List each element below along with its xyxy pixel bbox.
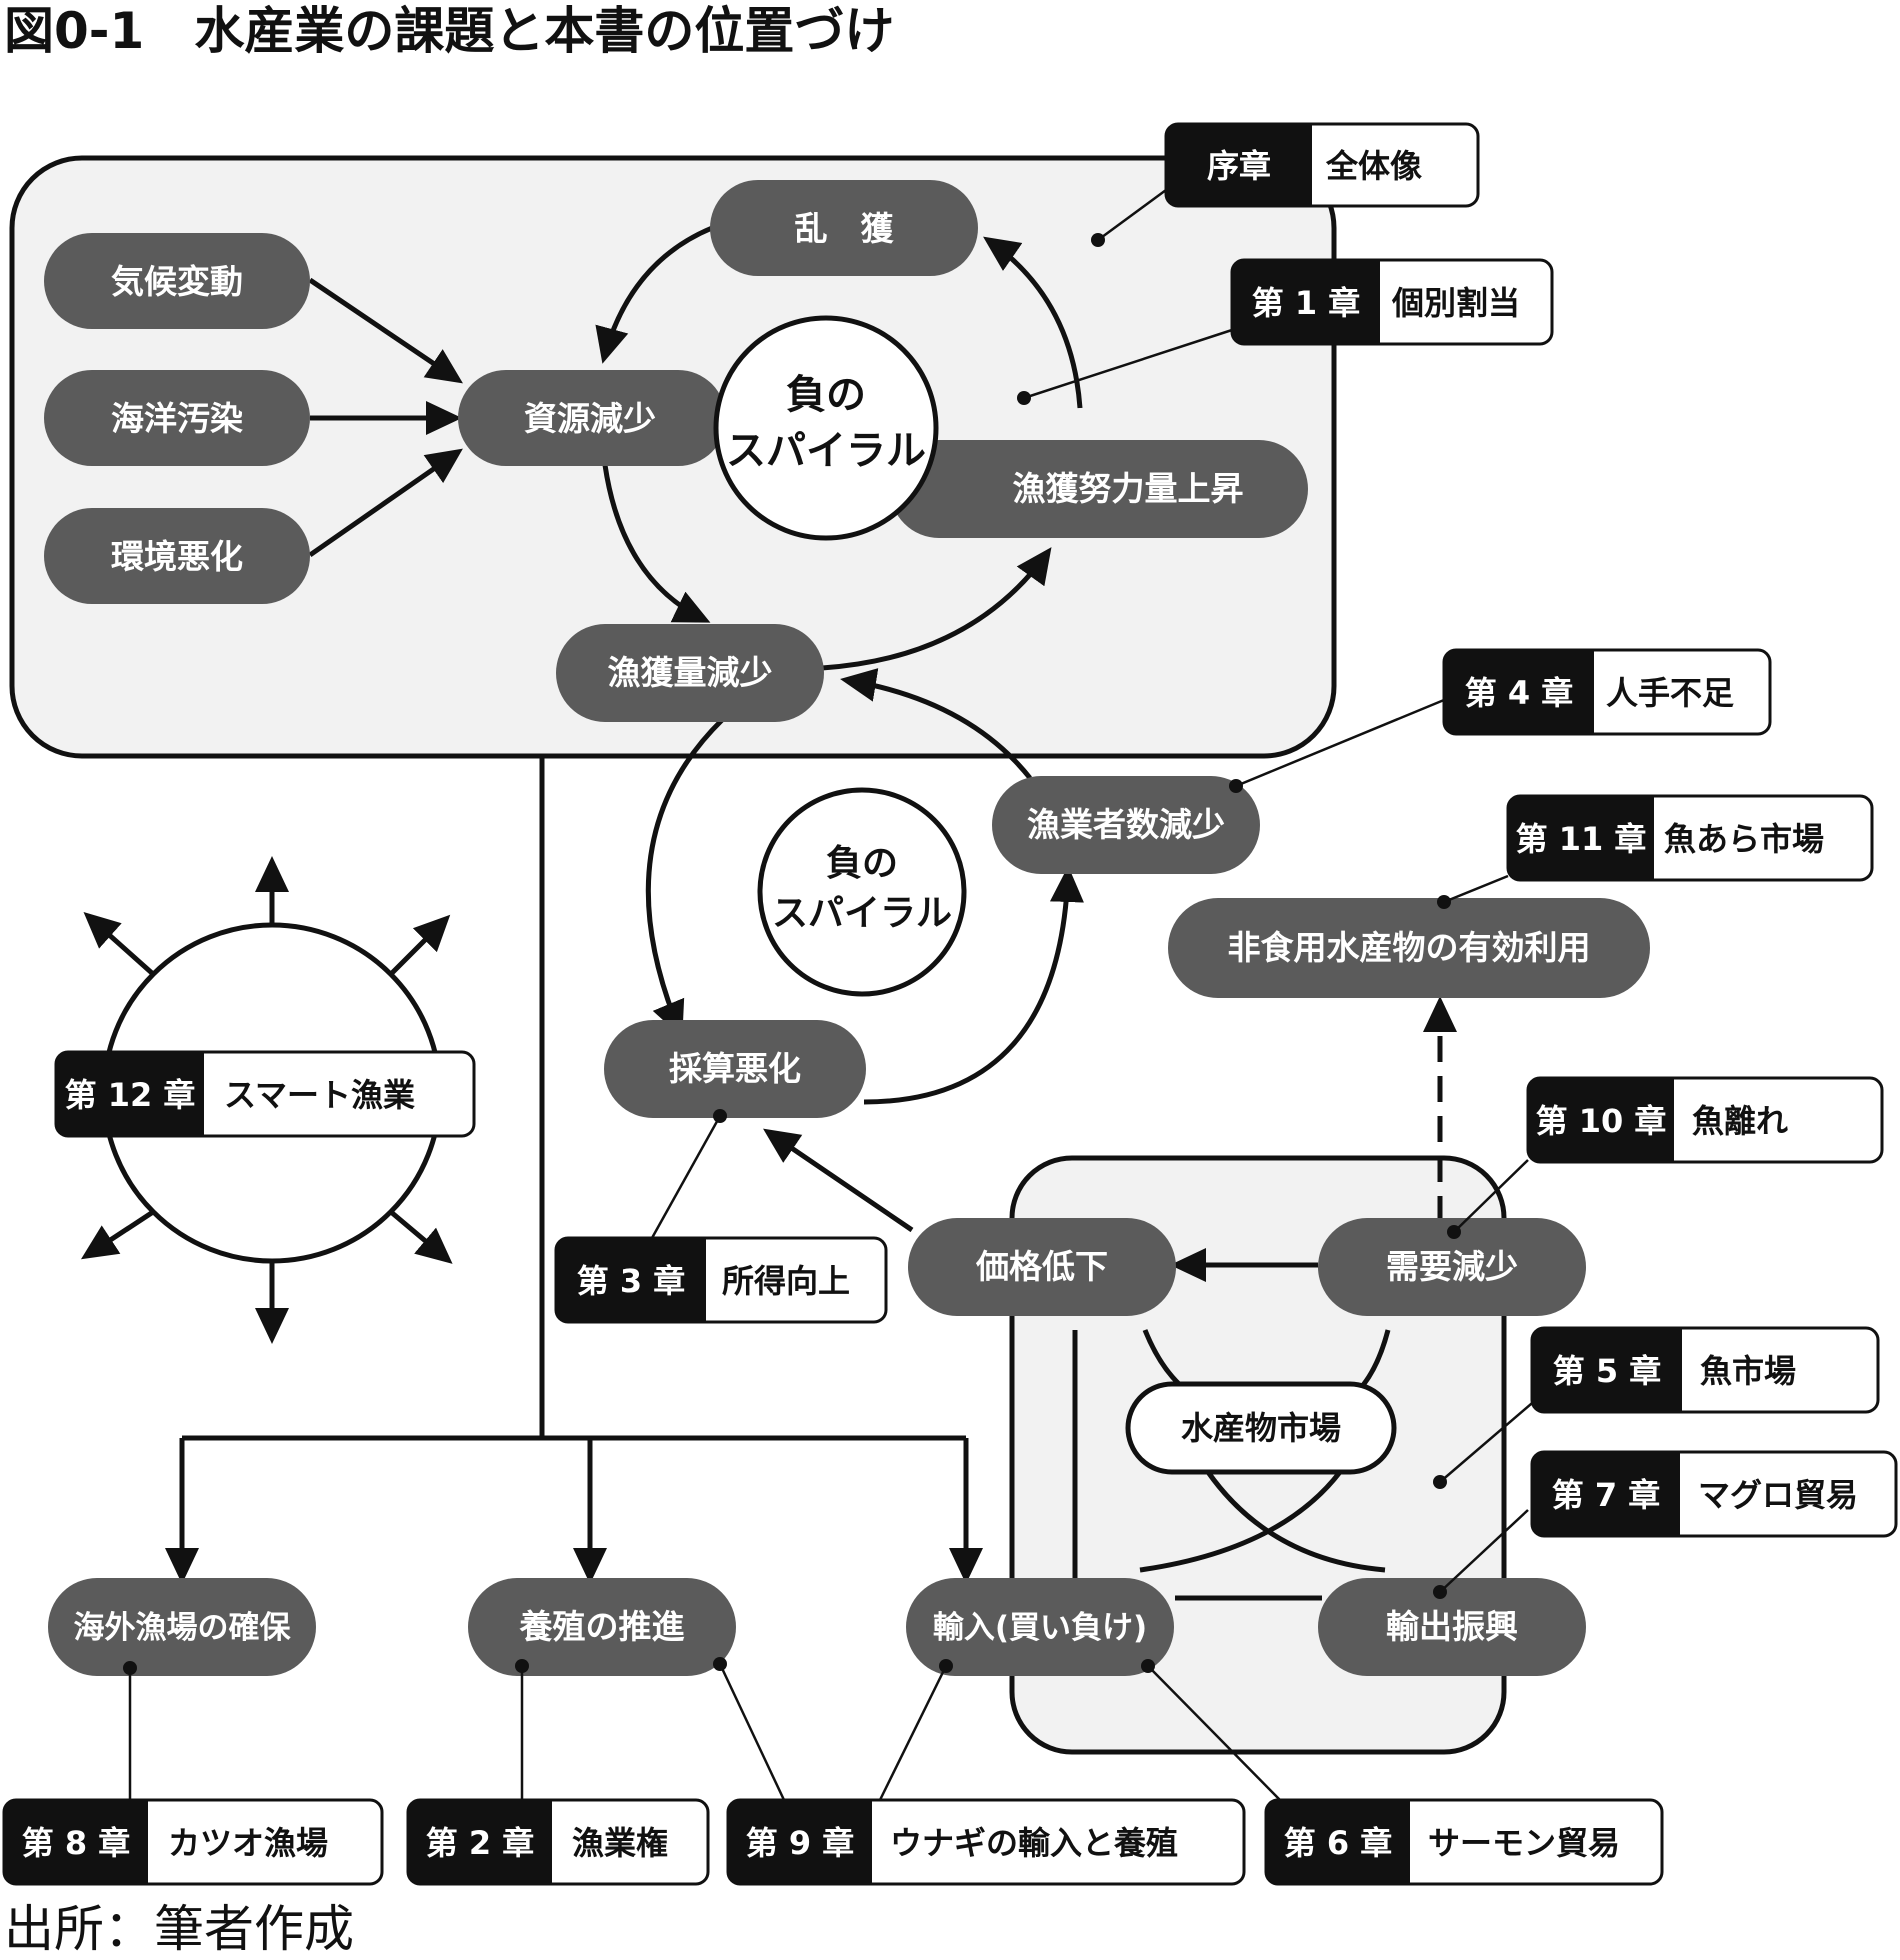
svg-text:人手不足: 人手不足	[1606, 674, 1734, 712]
svg-text:カツオ漁場: カツオ漁場	[168, 1824, 328, 1862]
svg-text:漁業者数減少: 漁業者数減少	[1027, 805, 1225, 844]
svg-text:輸出振興: 輸出振興	[1386, 1607, 1518, 1646]
svg-text:ウナギの輸入と養殖: ウナギの輸入と養殖	[890, 1824, 1178, 1862]
svg-text:魚市場: 魚市場	[1700, 1352, 1796, 1390]
svg-text:輸入(買い負け): 輸入(買い負け)	[933, 1610, 1147, 1646]
node-gyogyousha: 漁業者数減少	[992, 776, 1260, 874]
svg-text:第 1 章: 第 1 章	[1252, 284, 1361, 322]
strategy-tree	[165, 756, 983, 1584]
svg-text:序章: 序章	[1207, 147, 1271, 185]
svg-text:採算悪化: 採算悪化	[669, 1049, 801, 1088]
chapter-label-jo: 序章 全体像	[1164, 122, 1480, 208]
svg-text:第 5 章: 第 5 章	[1553, 1352, 1662, 1390]
svg-text:漁業権: 漁業権	[572, 1824, 668, 1862]
svg-text:スパイラル: スパイラル	[772, 893, 952, 934]
node-kankyou: 環境悪化	[44, 508, 310, 604]
node-saisan: 採算悪化	[604, 1020, 866, 1118]
svg-text:第 8 章: 第 8 章	[22, 1824, 131, 1862]
svg-text:需要減少: 需要減少	[1386, 1247, 1518, 1286]
node-ichiba: 水産物市場	[1125, 1381, 1397, 1475]
svg-text:負の: 負の	[786, 372, 866, 418]
svg-text:水産物市場: 水産物市場	[1181, 1409, 1341, 1447]
svg-text:海洋汚染: 海洋汚染	[111, 399, 243, 438]
node-shigen: 資源減少	[458, 370, 726, 466]
svg-text:乱 獲: 乱 獲	[795, 209, 895, 248]
node-yunyu: 輸入(買い負け)	[906, 1578, 1174, 1676]
svg-text:第 12 章: 第 12 章	[65, 1076, 196, 1114]
lower-spiral-arrows	[645, 668, 1084, 1105]
svg-text:価格低下: 価格低下	[975, 1247, 1108, 1286]
chapter-label-9: 第 9 章 ウナギの輸入と養殖	[726, 1798, 1246, 1886]
svg-text:第 4 章: 第 4 章	[1465, 674, 1574, 712]
arrow-kakaku-to-saisan	[763, 1128, 914, 1233]
chapter-label-6: 第 6 章 サーモン貿易	[1264, 1798, 1664, 1886]
node-kaiyou: 海洋汚染	[44, 370, 310, 466]
svg-text:魚あら市場: 魚あら市場	[1664, 820, 1824, 858]
svg-text:資源減少: 資源減少	[524, 399, 656, 438]
svg-text:負の: 負の	[826, 843, 898, 884]
leader-lines	[123, 188, 1539, 1801]
node-kikou: 気候変動	[44, 233, 310, 329]
figure-title: 図0-1 水産業の課題と本書の位置づけ	[4, 2, 894, 60]
svg-text:第 10 章: 第 10 章	[1536, 1102, 1667, 1140]
node-doryoku: 漁獲努力量上昇	[890, 440, 1308, 538]
svg-text:個別割当: 個別割当	[1391, 284, 1520, 322]
chapter-label-7: 第 7 章 マグロ貿易	[1530, 1450, 1898, 1538]
svg-text:漁獲量減少: 漁獲量減少	[608, 653, 773, 692]
chapter-label-3: 第 3 章 所得向上	[554, 1236, 888, 1324]
svg-text:第 3 章: 第 3 章	[577, 1262, 686, 1300]
svg-text:環境悪化: 環境悪化	[111, 537, 243, 576]
node-yoshoku: 養殖の推進	[468, 1578, 736, 1676]
svg-text:気候変動: 気候変動	[111, 262, 243, 301]
chapter-label-8: 第 8 章 カツオ漁場	[2, 1798, 384, 1886]
svg-text:第 6 章: 第 6 章	[1284, 1824, 1393, 1862]
chapter-label-5: 第 5 章 魚市場	[1530, 1326, 1880, 1414]
chapter-label-11: 第 11 章 魚あら市場	[1506, 794, 1874, 882]
node-juyou: 需要減少	[1318, 1218, 1586, 1316]
svg-text:所得向上: 所得向上	[722, 1262, 850, 1300]
svg-text:漁獲努力量上昇: 漁獲努力量上昇	[1013, 469, 1244, 508]
chapter-label-4: 第 4 章 人手不足	[1442, 648, 1772, 736]
node-gyokaku: 漁獲量減少	[556, 624, 824, 722]
svg-text:スパイラル: スパイラル	[726, 428, 926, 474]
node-kakaku: 価格低下	[908, 1218, 1176, 1316]
chapter-label-1: 第 1 章 個別割当	[1230, 258, 1554, 346]
svg-text:非食用水産物の有効利用: 非食用水産物の有効利用	[1228, 928, 1591, 967]
svg-text:第 9 章: 第 9 章	[746, 1824, 855, 1862]
svg-text:スマート漁業: スマート漁業	[224, 1076, 415, 1114]
cause-arrows	[308, 277, 463, 558]
node-yushutsu: 輸出振興	[1318, 1578, 1586, 1676]
node-ranpaku: 乱 獲	[710, 180, 978, 276]
svg-text:魚離れ: 魚離れ	[1692, 1102, 1788, 1140]
node-kaigai: 海外漁場の確保	[48, 1578, 316, 1676]
svg-text:全体像: 全体像	[1325, 147, 1422, 185]
chapter-label-10: 第 10 章 魚離れ	[1526, 1076, 1884, 1164]
lower-spiral-circle: 負の スパイラル	[757, 787, 967, 997]
upper-spiral-circle: 負の スパイラル	[713, 315, 939, 541]
chapter-label-12: 第 12 章 スマート漁業	[54, 1050, 476, 1138]
svg-text:サーモン貿易: サーモン貿易	[1428, 1824, 1620, 1862]
svg-text:海外漁場の確保: 海外漁場の確保	[74, 1610, 292, 1646]
source-note: 出所：筆者作成	[4, 1900, 354, 1958]
svg-text:第 11 章: 第 11 章	[1516, 820, 1647, 858]
svg-text:マグロ貿易: マグロ貿易	[1698, 1476, 1858, 1514]
node-hishokuyou: 非食用水産物の有効利用	[1168, 898, 1650, 998]
svg-text:第 2 章: 第 2 章	[426, 1824, 535, 1862]
svg-text:養殖の推進: 養殖の推進	[519, 1607, 685, 1646]
svg-text:第 7 章: 第 7 章	[1552, 1476, 1661, 1514]
chapter-label-2: 第 2 章 漁業権	[406, 1798, 710, 1886]
